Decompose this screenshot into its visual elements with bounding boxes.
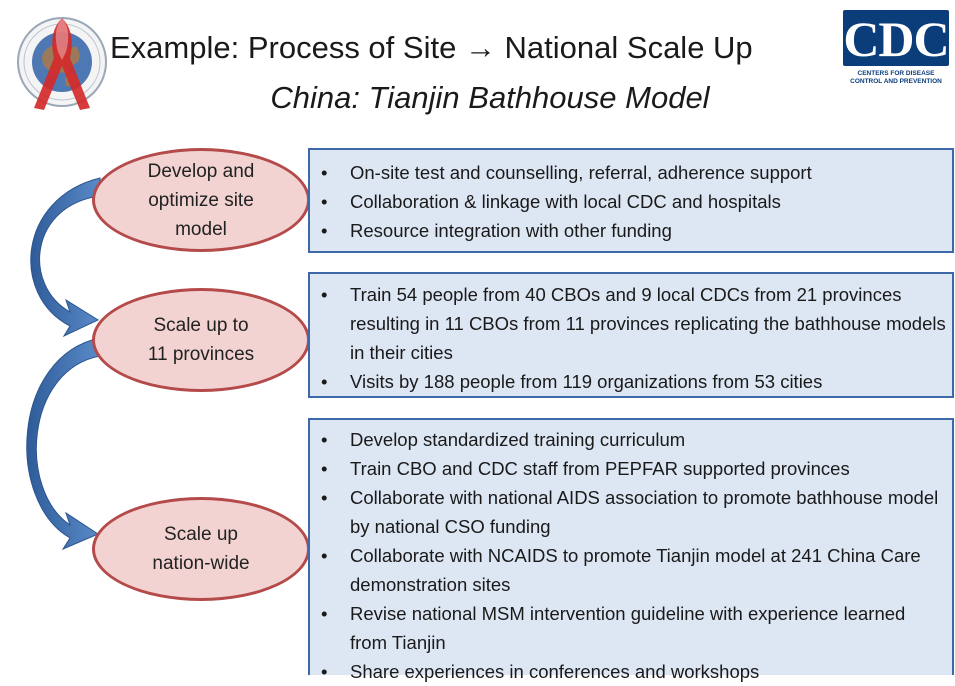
stage-scale-up-provinces: Scale up to 11 provinces [92,288,310,392]
cdc-logo-subtext: CENTERS FOR DISEASE CONTROL AND PREVENTI… [850,70,942,85]
stage-label: Scale up nation-wide [152,524,250,574]
list-item: Collaborate with national AIDS associati… [310,483,952,541]
list-item: Train 54 people from 40 CBOs and 9 local… [310,280,952,367]
stage-3-details: Develop standardized training curriculum… [308,418,954,686]
list-item: Collaborate with NCAIDS to promote Tianj… [310,541,952,599]
globe-ribbon-seal-icon [10,8,110,116]
stage-1-details: On-site test and counselling, referral, … [308,148,954,253]
cdc-logo-text: CDC [843,11,949,67]
cdc-logo-icon: CDC CENTERS FOR DISEASE CONTROL AND PREV… [843,10,950,90]
cdc-logo-box [843,10,949,66]
list-item: Collaboration & linkage with local CDC a… [310,187,952,216]
curved-arrow-icon-1 [30,177,101,338]
list-item: Visits by 188 people from 119 organizati… [310,367,952,396]
page-title: Example: Process of Site → National Scal… [110,30,753,65]
page-subtitle: China: Tianjin Bathhouse Model [270,80,710,115]
stage-2-details: Train 54 people from 40 CBOs and 9 local… [308,272,954,398]
list-item: On-site test and counselling, referral, … [310,158,952,187]
stage-label: Develop and optimize site model [147,160,255,240]
list-item: Develop standardized training curriculum [310,425,952,454]
stage-scale-up-nationwide: Scale up nation-wide [92,497,310,601]
list-item: Revise national MSM intervention guideli… [310,599,952,657]
list-item: Train CBO and CDC staff from PEPFAR supp… [310,454,952,483]
curved-arrow-icon-2 [26,337,101,551]
stage-develop-site-model: Develop and optimize site model [92,148,310,252]
list-item: Share experiences in conferences and wor… [310,657,952,686]
list-item: Resource integration with other funding [310,216,952,245]
stage-label: Scale up to 11 provinces [147,315,255,365]
